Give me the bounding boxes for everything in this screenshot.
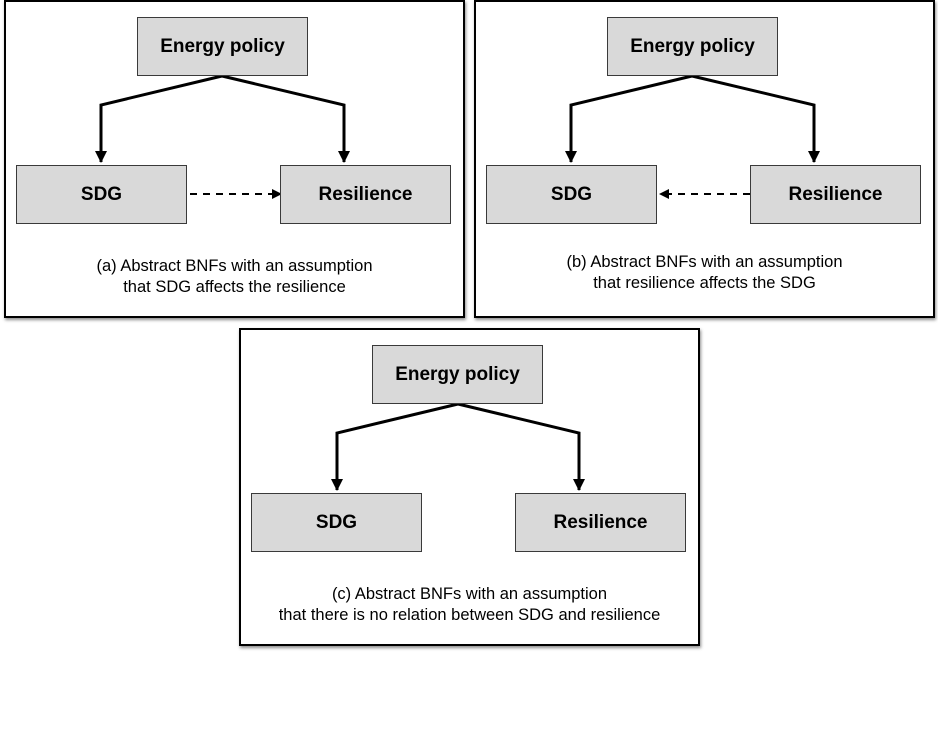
edge-energy-to-resilience bbox=[691, 74, 820, 163]
edge-energy-to-sdg bbox=[95, 74, 223, 163]
edge-energy-to-resilience bbox=[221, 74, 350, 163]
caption-line-1: (a) Abstract BNFs with an assumption bbox=[96, 257, 373, 275]
panel-c-edges bbox=[331, 402, 585, 491]
panel-b: Energy policy SDG Resilience (b) Abstrac… bbox=[474, 0, 935, 318]
caption-line-2: that resilience affects the SDG bbox=[593, 274, 816, 292]
panel-c: Energy policy SDG Resilience (c) Abstrac… bbox=[239, 328, 700, 646]
caption-line-1: (c) Abstract BNFs with an assumption bbox=[331, 585, 608, 603]
panel-c-caption: (c) Abstract BNFs with an assumption tha… bbox=[241, 584, 698, 626]
node-resilience: Resilience bbox=[515, 493, 686, 552]
panel-a: Energy policy SDG Resilience (a) Abstrac… bbox=[4, 0, 465, 318]
node-resilience: Resilience bbox=[280, 165, 451, 224]
panel-a-edges bbox=[95, 74, 350, 199]
panel-a-caption: (a) Abstract BNFs with an assumption tha… bbox=[6, 256, 463, 298]
caption-line-1: (b) Abstract BNFs with an assumption bbox=[566, 253, 843, 271]
edge-energy-to-sdg bbox=[565, 74, 693, 163]
edge-energy-to-resilience bbox=[457, 402, 585, 491]
panel-b-edges bbox=[565, 74, 820, 199]
node-sdg: SDG bbox=[16, 165, 187, 224]
node-sdg: SDG bbox=[251, 493, 422, 552]
node-resilience: Resilience bbox=[750, 165, 921, 224]
node-energy-policy: Energy policy bbox=[607, 17, 778, 76]
node-energy-policy: Energy policy bbox=[137, 17, 308, 76]
edge-energy-to-sdg bbox=[331, 402, 459, 491]
panel-b-caption: (b) Abstract BNFs with an assumption tha… bbox=[476, 252, 933, 294]
node-energy-policy: Energy policy bbox=[372, 345, 543, 404]
node-sdg: SDG bbox=[486, 165, 657, 224]
caption-line-2: that SDG affects the resilience bbox=[123, 278, 346, 296]
caption-line-2: that there is no relation between SDG an… bbox=[278, 606, 661, 624]
